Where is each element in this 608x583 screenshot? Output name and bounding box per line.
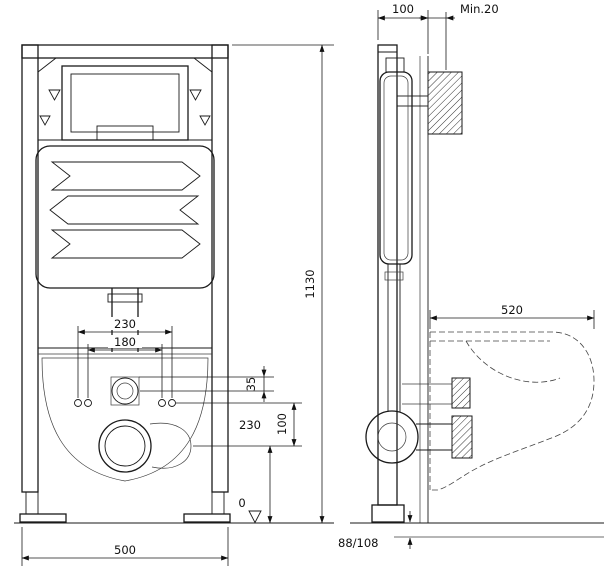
- dim-outlet-height-label: 230: [239, 418, 261, 432]
- flush-connection-inner: [116, 382, 134, 400]
- corner-brace-right: [193, 57, 213, 73]
- mounting-bolt: [84, 399, 92, 407]
- cistern-ribbon: [50, 161, 201, 191]
- datum-triangle-marker: [248, 510, 262, 524]
- label-backing: [108, 335, 142, 348]
- waste-outlet-inner: [104, 425, 146, 467]
- access-window-inner: [70, 73, 180, 133]
- flush-connection-plate: [110, 376, 140, 406]
- mounting-bolt: [168, 399, 176, 407]
- dim-flush-offset-label: 35: [244, 377, 258, 392]
- frame-upright-side: [377, 44, 398, 506]
- dim-outlet-floor-offset-label: 88/108: [338, 536, 378, 550]
- front-dimensions: [21, 44, 334, 566]
- cistern-side: [379, 71, 413, 265]
- bowl-outline-side: [430, 331, 595, 491]
- flush-pipe-collar: [107, 293, 143, 303]
- foot-plate-left: [19, 513, 67, 523]
- level-triangle-marker: [39, 115, 51, 126]
- bowl-inner-contour: [465, 340, 561, 383]
- dimension-labels: 230 180 35 230 100 0 1130 500 100 Min.20…: [114, 2, 523, 557]
- foot-left: [25, 491, 39, 515]
- flush-pipe-collar-side: [384, 271, 404, 281]
- access-window-detail: [96, 125, 154, 141]
- side-dimensions: [377, 10, 595, 549]
- level-triangle-marker: [199, 115, 211, 126]
- wall-bracket-hatched: [427, 71, 463, 135]
- waste-elbow: [365, 410, 419, 464]
- waste-outlet-spigot: [149, 422, 192, 469]
- dim-bolt-to-outlet-label: 100: [275, 413, 289, 435]
- dim-frame-height-label: 1130: [303, 269, 317, 298]
- mounting-bolt: [158, 399, 166, 407]
- dim-frame-depth-label: 100: [392, 2, 414, 16]
- flush-connection: [111, 377, 139, 405]
- foot-plate-right: [183, 513, 231, 523]
- fill-valve-cap: [385, 57, 405, 73]
- dim-min-clearance-label: Min.20: [460, 2, 499, 16]
- cistern-side-inner: [383, 75, 409, 261]
- dim-bowl-depth-label: 520: [501, 303, 523, 317]
- access-window-outer: [61, 65, 189, 141]
- dim-bolt-spacing-outer-label: 230: [114, 317, 136, 331]
- waste-outlet: [98, 419, 152, 473]
- flush-coupling-hatched: [451, 377, 471, 409]
- cistern-body: [35, 145, 215, 289]
- cistern-ribbon: [49, 195, 200, 225]
- dim-frame-width-label: 500: [114, 543, 136, 557]
- outlet-coupling-hatched: [451, 415, 473, 459]
- side-view: [350, 44, 604, 538]
- cistern-ribbon: [50, 229, 201, 259]
- front-view: [14, 44, 334, 524]
- level-triangle-marker: [48, 89, 61, 101]
- foot-right: [211, 491, 225, 515]
- mounting-bolt: [74, 399, 82, 407]
- label-backing: [108, 317, 142, 330]
- corner-brace-left: [37, 57, 57, 73]
- level-triangle-marker: [189, 89, 202, 101]
- waste-elbow-inner: [377, 422, 407, 452]
- dim-bolt-spacing-inner-label: 180: [114, 335, 136, 349]
- foot-plate-side: [371, 504, 405, 523]
- bowl-outline-front: [41, 357, 209, 482]
- datum-level-label: 0: [238, 496, 245, 510]
- frame-top-crossbar: [21, 44, 229, 59]
